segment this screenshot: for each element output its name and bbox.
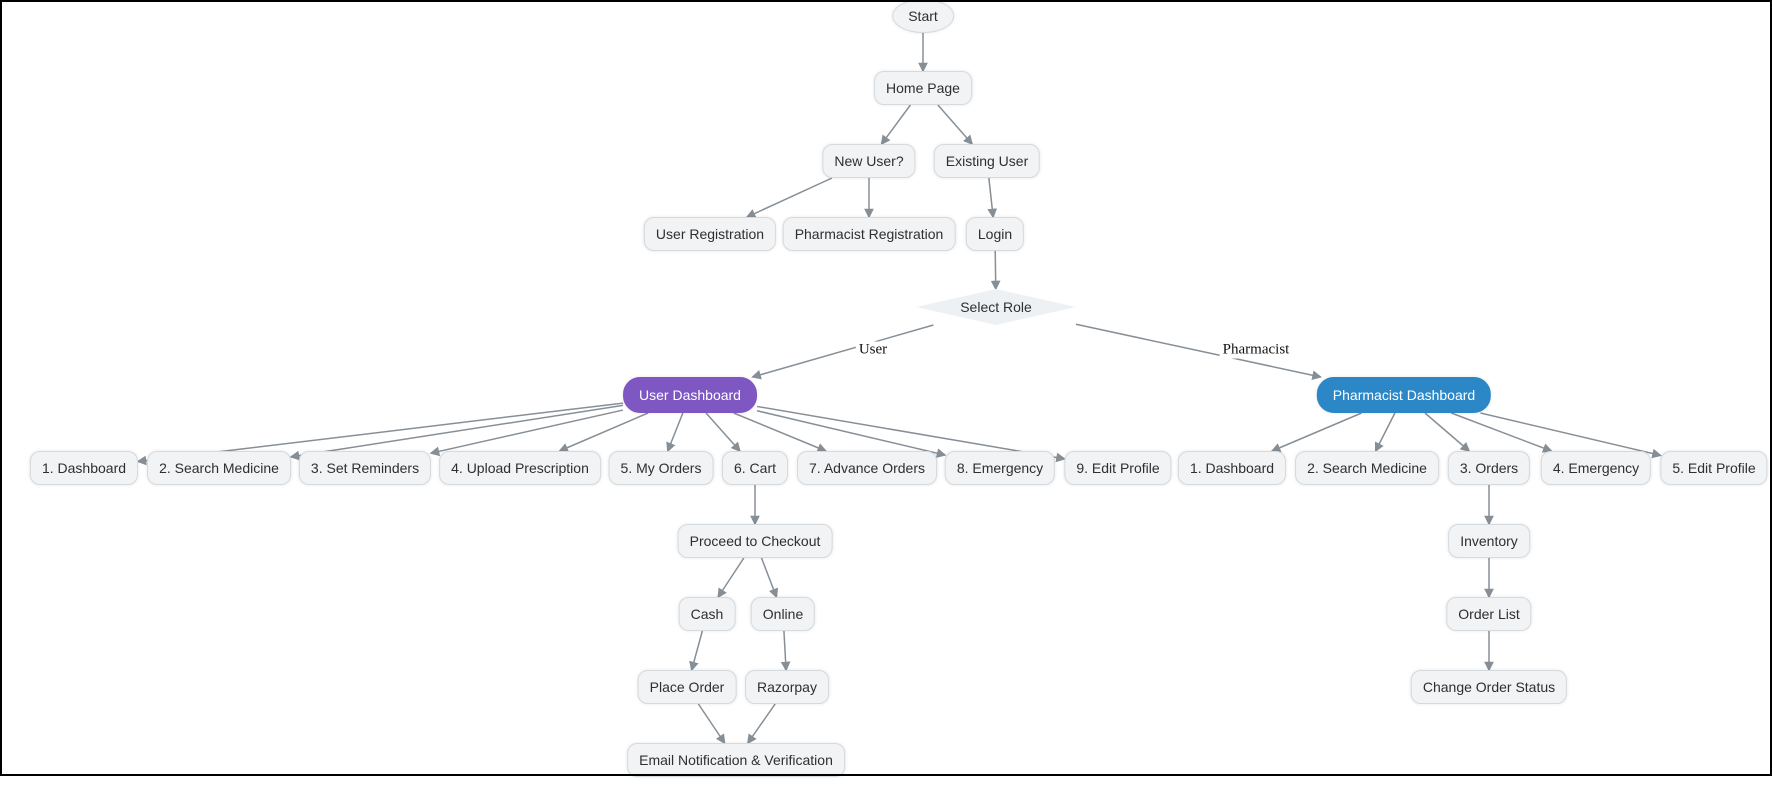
node-label: Inventory xyxy=(1460,533,1518,549)
node-label: 4. Emergency xyxy=(1552,460,1640,476)
edge-home-new_user xyxy=(880,104,912,146)
edge-razorpay-email xyxy=(747,703,776,745)
edge-pharm_dash-p3 xyxy=(1424,412,1471,452)
node-label: Existing User xyxy=(945,153,1029,169)
node-label: User Registration xyxy=(655,226,765,242)
edge-online-razorpay xyxy=(780,630,791,672)
node-label: 7. Advance Orders xyxy=(809,460,925,476)
node-label: 4. Upload Prescription xyxy=(451,460,589,476)
edge-user_dash-u5 xyxy=(666,412,684,453)
node-u9: 9. Edit Profile xyxy=(1064,451,1172,485)
node-label: Place Order xyxy=(649,679,725,695)
node-start: Start xyxy=(892,0,954,33)
edge-select_role-user_dash xyxy=(751,324,934,380)
node-label: 5. My Orders xyxy=(620,460,702,476)
edge-new_user-user_reg xyxy=(745,177,833,218)
node-select_role: Select Role xyxy=(916,289,1076,325)
node-label: 5. Edit Profile xyxy=(1672,460,1756,476)
node-place_order: Place Order xyxy=(637,670,737,704)
edge-existing_user-login xyxy=(987,177,998,219)
node-u3: 3. Set Reminders xyxy=(298,451,432,485)
edge-pharm_dash-p5 xyxy=(1480,412,1662,459)
edge-user_dash-u9 xyxy=(756,405,1066,463)
node-change_status: Change Order Status xyxy=(1410,670,1568,704)
node-label: Start xyxy=(908,8,938,24)
edge-login-select_role xyxy=(990,250,1001,291)
node-label: Select Role xyxy=(960,299,1032,315)
node-user_dash: User Dashboard xyxy=(623,377,757,413)
node-u8: 8. Emergency xyxy=(944,451,1056,485)
node-label: User Dashboard xyxy=(639,387,741,403)
node-label: 1. Dashboard xyxy=(41,460,127,476)
edge-checkout-cash xyxy=(717,557,745,599)
node-checkout: Proceed to Checkout xyxy=(677,524,833,558)
node-label: Cash xyxy=(690,606,724,622)
node-order_list: Order List xyxy=(1446,597,1532,631)
node-cash: Cash xyxy=(678,597,736,631)
node-new_user: New User? xyxy=(822,144,916,178)
node-label: Login xyxy=(977,226,1013,242)
edge-user_dash-u8 xyxy=(756,410,947,458)
node-login: Login xyxy=(965,217,1025,251)
node-label: 6. Cart xyxy=(733,460,777,476)
node-pharm_dash: Pharmacist Dashboard xyxy=(1316,377,1492,413)
edge-pharm_dash-p2 xyxy=(1374,412,1396,453)
edge-pharm_dash-p1 xyxy=(1270,412,1362,453)
node-label: Pharmacist Dashboard xyxy=(1332,387,1476,403)
edge-home-existing_user xyxy=(937,104,974,146)
edge-label-pharmacist: Pharmacist xyxy=(1219,341,1293,359)
node-p2: 2. Search Medicine xyxy=(1295,451,1439,485)
node-label: New User? xyxy=(834,153,904,169)
node-label: 1. Dashboard xyxy=(1189,460,1275,476)
node-home: Home Page xyxy=(874,71,972,105)
node-inventory: Inventory xyxy=(1448,524,1530,558)
node-email: Email Notification & Verification xyxy=(627,743,845,777)
node-existing_user: Existing User xyxy=(933,144,1041,178)
node-p3: 3. Orders xyxy=(1447,451,1531,485)
edge-user_dash-u3 xyxy=(429,409,624,457)
edge-user_dash-u4 xyxy=(558,412,649,453)
node-razorpay: Razorpay xyxy=(745,670,829,704)
node-label: Online xyxy=(762,606,804,622)
node-p5: 5. Edit Profile xyxy=(1660,451,1768,485)
node-u1: 1. Dashboard xyxy=(29,451,139,485)
node-label: 2. Search Medicine xyxy=(159,460,279,476)
node-label: Razorpay xyxy=(757,679,817,695)
node-online: Online xyxy=(750,597,816,631)
node-label: 3. Set Reminders xyxy=(310,460,420,476)
edge-label-user: User xyxy=(855,341,891,359)
edge-select_role-pharm_dash xyxy=(1075,323,1322,381)
node-label: 3. Orders xyxy=(1459,460,1519,476)
node-label: Home Page xyxy=(886,80,960,96)
edge-place_order-email xyxy=(697,703,726,745)
node-p1: 1. Dashboard xyxy=(1177,451,1287,485)
node-label: Change Order Status xyxy=(1422,679,1556,695)
node-p4: 4. Emergency xyxy=(1540,451,1652,485)
node-label: Pharmacist Registration xyxy=(794,226,944,242)
node-pharm_reg: Pharmacist Registration xyxy=(782,217,956,251)
node-u5: 5. My Orders xyxy=(608,451,714,485)
node-label: Order List xyxy=(1458,606,1520,622)
node-u7: 7. Advance Orders xyxy=(797,451,937,485)
node-user_reg: User Registration xyxy=(643,217,777,251)
edge-user_dash-u2 xyxy=(289,404,624,461)
edge-checkout-online xyxy=(760,557,779,599)
node-u4: 4. Upload Prescription xyxy=(439,451,601,485)
node-label: 9. Edit Profile xyxy=(1076,460,1160,476)
node-u6: 6. Cart xyxy=(721,451,789,485)
node-label: Proceed to Checkout xyxy=(689,533,821,549)
edge-cash-place_order xyxy=(689,630,704,672)
node-u2: 2. Search Medicine xyxy=(147,451,291,485)
node-label: Email Notification & Verification xyxy=(639,752,833,768)
node-label: 8. Emergency xyxy=(956,460,1044,476)
edge-pharm_dash-p4 xyxy=(1451,412,1553,453)
node-label: 2. Search Medicine xyxy=(1307,460,1427,476)
edge-user_dash-u7 xyxy=(733,412,828,453)
edge-user_dash-u6 xyxy=(705,412,741,453)
